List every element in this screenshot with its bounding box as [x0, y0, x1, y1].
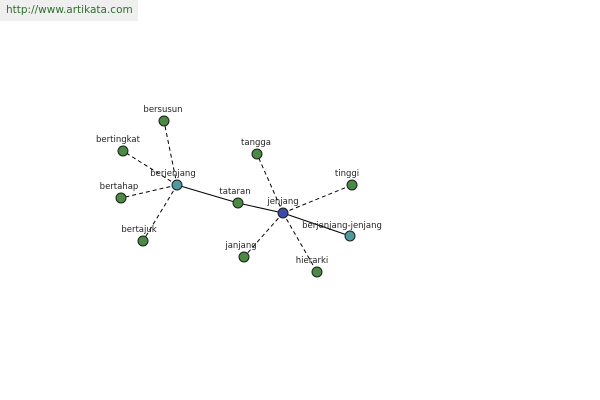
graph-edges [120, 120, 353, 273]
node-label-tinggi[interactable]: tinggi [335, 169, 359, 179]
node-janjang[interactable] [238, 251, 250, 263]
edge-berjenjang-bertahap [120, 184, 178, 199]
node-label-bertahap[interactable]: bertahap [100, 182, 139, 192]
node-label-berjenjang[interactable]: berjenjang [150, 169, 195, 179]
node-tataran[interactable] [232, 197, 244, 209]
edge-jenjang-hierarki [282, 212, 318, 273]
edge-berjenjang-bertajuk [142, 184, 178, 242]
graph-nodes [115, 115, 358, 278]
node-label-jenjang[interactable]: jenjang [266, 197, 298, 207]
source-url-banner[interactable]: http://www.artikata.com [0, 0, 138, 21]
node-label-tataran[interactable]: tataran [219, 187, 250, 197]
edge-jenjang-tangga [256, 153, 284, 214]
edge-berjenjang-bertingkat [122, 150, 178, 186]
node-berjenjang[interactable] [171, 179, 183, 191]
edge-berjenjang-bersusun [163, 120, 178, 186]
edge-tataran-jenjang [237, 202, 284, 214]
node-bertahap[interactable] [115, 192, 127, 204]
edge-jenjang-janjang [243, 212, 284, 258]
node-bertajuk[interactable] [137, 235, 149, 247]
node-label-hierarki[interactable]: hierarki [296, 256, 328, 266]
node-berjenjang-jenjang[interactable] [344, 230, 356, 242]
edge-jenjang-tinggi [282, 184, 353, 214]
edge-berjenjang-tataran [176, 184, 239, 204]
edge-jenjang-berjenjang-jenjang [282, 212, 351, 237]
node-jenjang[interactable] [277, 207, 289, 219]
node-label-tangga[interactable]: tangga [241, 138, 271, 148]
node-tinggi[interactable] [346, 179, 358, 191]
node-label-bersusun[interactable]: bersusun [143, 105, 182, 115]
node-tangga[interactable] [251, 148, 263, 160]
node-label-berjenjang-jenjang[interactable]: berjenjang-jenjang [302, 221, 382, 231]
node-label-bertajuk[interactable]: bertajuk [121, 225, 156, 235]
node-bertingkat[interactable] [117, 145, 129, 157]
node-label-bertingkat[interactable]: bertingkat [96, 135, 141, 145]
node-bersusun[interactable] [158, 115, 170, 127]
node-label-janjang[interactable]: janjang [224, 241, 256, 251]
graph-labels: jenjang berjenjang berjenjang-jenjang tatar… [96, 105, 382, 266]
node-hierarki[interactable] [311, 266, 323, 278]
